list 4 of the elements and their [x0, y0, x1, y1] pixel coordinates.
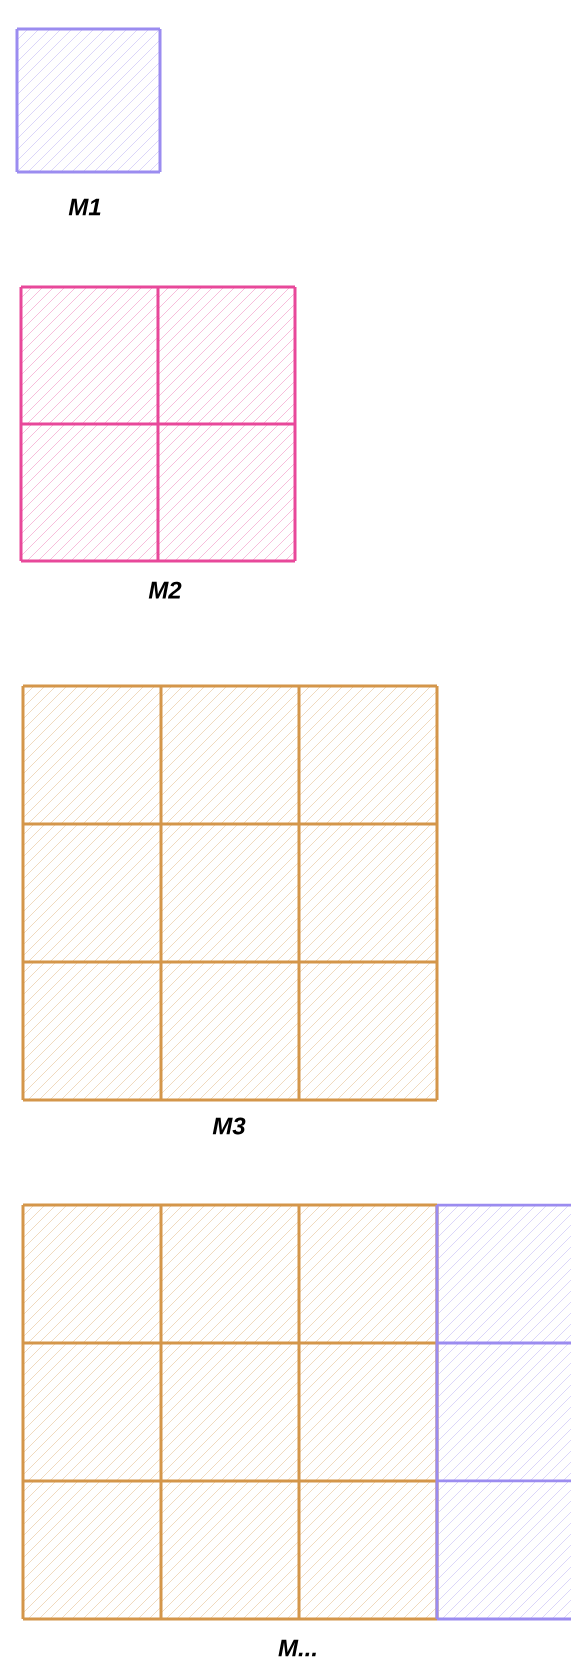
grid-label: M... — [278, 1639, 316, 1657]
grid-label: M1 — [68, 198, 101, 216]
grid-label: M2 — [148, 581, 182, 599]
grid-label: M3 — [212, 1117, 246, 1135]
